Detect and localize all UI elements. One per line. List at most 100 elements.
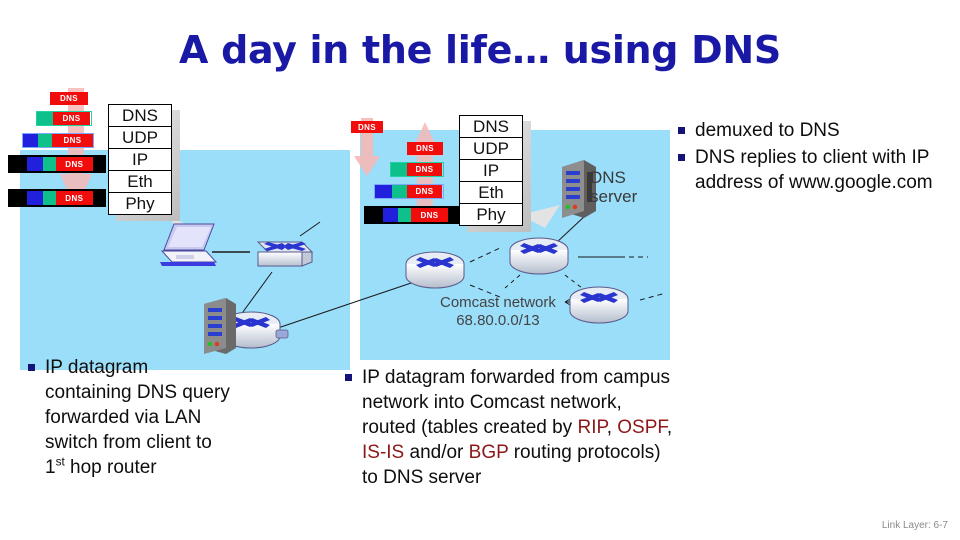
- dns-delivery-down-arrow: [354, 118, 380, 176]
- ip-header-segment: [26, 191, 43, 205]
- stack-layer-ip: IP: [459, 159, 523, 182]
- protocol-rip: RIP: [577, 417, 607, 438]
- page-title: A day in the life… using DNS: [179, 28, 781, 72]
- right-bullet-list: demuxed to DNS DNS replies to client wit…: [678, 118, 950, 197]
- bullet-line-5: to DNS server: [362, 467, 482, 488]
- encap-row-phy: DNS: [364, 206, 460, 224]
- stack-layer-ip: IP: [108, 148, 172, 171]
- client-protocol-stack-table: DNS UDP IP Eth Phy: [108, 104, 180, 221]
- bullet-line-1: IP datagram forwarded from campus: [362, 367, 671, 388]
- udp-header-segment: [398, 208, 411, 222]
- bullet-square-icon: [28, 364, 35, 371]
- bullet-text: DNS replies to client with IP address of…: [695, 147, 933, 193]
- encap-row-ip: DNS: [374, 184, 444, 199]
- left-bullet-list: IP datagram containing DNS query forward…: [28, 355, 328, 482]
- dns-payload-label: DNS: [53, 112, 90, 125]
- stack-layer-eth: Eth: [108, 170, 172, 193]
- dns-payload-label: DNS: [52, 134, 93, 147]
- bullet-item: IP datagram containing DNS query forward…: [28, 355, 328, 480]
- udp-header-segment: [37, 112, 53, 125]
- eth-header-segment: [10, 157, 27, 171]
- bullet-line-3-suffix: ,: [666, 417, 673, 438]
- udp-header-segment: [38, 134, 52, 147]
- bullet-text: IP datagram containing DNS query forward…: [45, 355, 230, 480]
- protocol-ospf: OSPF: [617, 417, 667, 438]
- detached-dns-message: DNS: [351, 121, 383, 133]
- udp-header-segment: [391, 163, 407, 176]
- lan-switch-icon: [256, 241, 314, 267]
- dns-server-label: DNS server: [590, 168, 637, 206]
- bullet-text: demuxed to DNS: [695, 120, 840, 141]
- bullet-square-icon: [678, 154, 685, 161]
- bullet-line-2: network into Comcast network,: [362, 392, 622, 413]
- protocol-bgp: BGP: [468, 442, 509, 463]
- dns-server-icon: [562, 160, 596, 218]
- dns-payload-label: DNS: [411, 208, 448, 222]
- protocol-isis: IS-IS: [362, 442, 405, 463]
- udp-header-segment: [42, 191, 56, 205]
- dns-payload-label: DNS: [55, 191, 94, 205]
- bullet-line-5-number: 1: [45, 457, 56, 478]
- bullet-item: DNS replies to client with IP address of…: [678, 145, 950, 195]
- bullet-text: IP datagram forwarded from campus networ…: [362, 365, 672, 490]
- ip-header-segment: [375, 185, 392, 198]
- server-protocol-stack-table: DNS UDP IP Eth Phy: [459, 115, 531, 232]
- campus-server-icon: [204, 298, 236, 354]
- phy-trailer-segment: [448, 208, 458, 222]
- bullet-line-2: containing DNS query: [45, 382, 230, 403]
- phy-header-segment: [10, 191, 27, 205]
- left-encapsulation-bars: DNS DNS DNS DNS DNS: [0, 92, 120, 217]
- bullet-line-3-prefix: routed (tables created by: [362, 417, 578, 438]
- comcast-router-icon-3: [569, 286, 629, 324]
- bullet-line-3-sep: ,: [606, 417, 618, 438]
- encap-row-udp: DNS: [390, 162, 444, 177]
- bullet-line-4: switch from client to: [45, 432, 212, 453]
- center-bullet-list: IP datagram forwarded from campus networ…: [345, 365, 775, 492]
- stack-layer-dns: DNS: [108, 104, 172, 127]
- ip-header-segment: [26, 157, 43, 171]
- dns-payload-label: DNS: [351, 121, 383, 133]
- stack-layer-phy: Phy: [108, 192, 172, 215]
- encap-row-dns: DNS: [50, 92, 88, 105]
- bullet-line-4-suffix: routing protocols): [508, 442, 661, 463]
- bullet-line-4-sep: and/or: [404, 442, 469, 463]
- encap-row-eth: DNS: [8, 155, 106, 173]
- encap-row-dns: DNS: [407, 142, 443, 155]
- encap-row-udp: DNS: [36, 111, 92, 126]
- encap-row-phy: DNS: [8, 189, 106, 207]
- phy-trailer-segment: [93, 191, 104, 205]
- dns-payload-label: DNS: [407, 185, 442, 198]
- bullet-square-icon: [345, 374, 352, 381]
- bullet-item: IP datagram forwarded from campus networ…: [345, 365, 775, 490]
- ip-header-segment: [23, 134, 38, 147]
- eth-trailer-segment: [93, 157, 104, 171]
- bullet-item: demuxed to DNS: [678, 118, 950, 143]
- dns-server-label-line1: DNS: [590, 168, 626, 187]
- right-encapsulation-bars: DNS DNS DNS DNS: [360, 138, 480, 228]
- comcast-network-prefix: 68.80.0.0/13: [456, 312, 540, 329]
- stack-layer-udp: UDP: [459, 137, 523, 160]
- bullet-line-1: IP datagram: [45, 357, 149, 378]
- encap-row-ip: DNS: [22, 133, 94, 148]
- udp-header-segment: [392, 185, 407, 198]
- bullet-line-3: forwarded via LAN: [45, 407, 202, 428]
- comcast-router-icon-1: [405, 251, 465, 289]
- udp-header-segment: [42, 157, 56, 171]
- comcast-network-name: Comcast network: [440, 294, 556, 311]
- dns-payload-label: DNS: [55, 157, 94, 171]
- stack-layer-udp: UDP: [108, 126, 172, 149]
- bullet-line-5-ordinal: st: [55, 455, 65, 469]
- dns-payload-label: DNS: [407, 163, 442, 176]
- dns-payload-label: DNS: [407, 142, 443, 155]
- comcast-network-label: Comcast network 68.80.0.0/13: [440, 294, 556, 330]
- stack-layer-phy: Phy: [459, 203, 523, 226]
- client-laptop-icon: [160, 223, 218, 266]
- ip-header-segment: [383, 208, 398, 222]
- phy-header-segment: [366, 208, 383, 222]
- bullet-square-icon: [678, 127, 685, 134]
- stack-layer-dns: DNS: [459, 115, 523, 138]
- dns-server-label-line2: server: [590, 187, 638, 206]
- stack-layer-eth: Eth: [459, 181, 523, 204]
- slide-footer: Link Layer: 6-7: [881, 520, 948, 531]
